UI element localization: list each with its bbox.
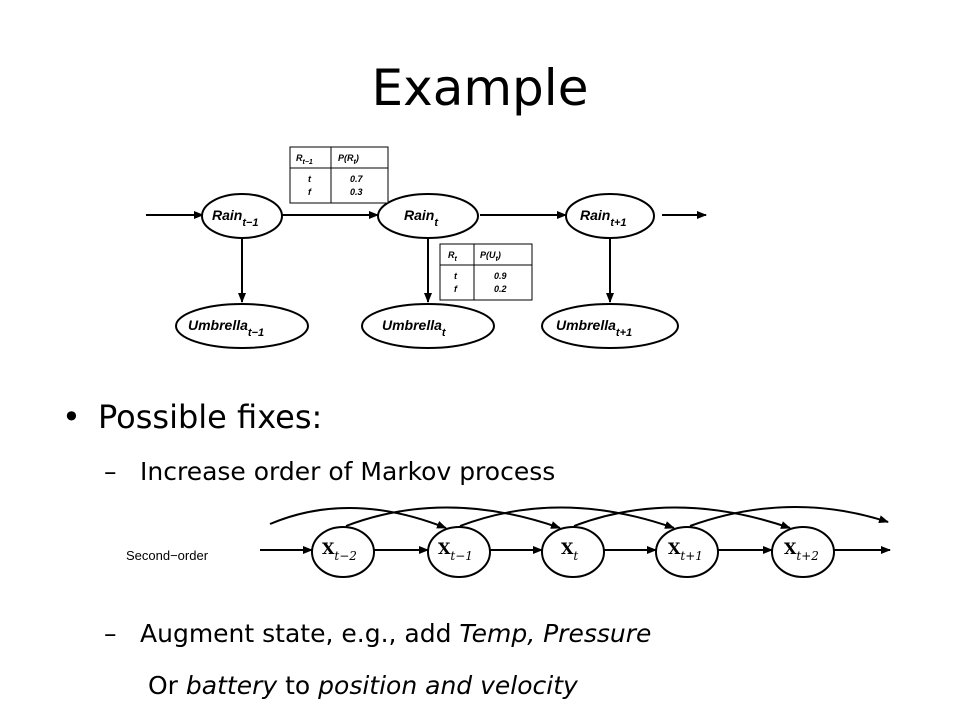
node-x-t-minus-2: Xt−2 — [311, 526, 375, 578]
second-order-label: Second−order — [126, 548, 209, 563]
node-x-base: X — [784, 539, 797, 558]
dash-marker: – — [104, 619, 117, 648]
subbullet-text: Augment state, e.g., add — [140, 619, 460, 648]
node-x-t-minus-1: Xt−1 — [427, 526, 491, 578]
node-rain-base: Rain — [580, 207, 610, 223]
node-rain-t-plus-1: Raint+1 — [565, 193, 655, 239]
svg-text:Xt+2: Xt+2 — [784, 539, 819, 563]
cpt-prob: 0.2 — [494, 284, 507, 294]
node-umbrella-sub: t−1 — [248, 327, 264, 339]
node-umbrella-base: Umbrella — [556, 317, 616, 333]
slide-title: Example — [371, 59, 589, 117]
node-x-sub: t+2 — [796, 549, 819, 563]
cpt-cond: t — [454, 271, 458, 281]
second-order-chain: Second−order Xt−2 Xt−1 Xt Xt+1 — [126, 505, 891, 578]
node-umbrella-base: Umbrella — [188, 317, 248, 333]
cpt-header-right: P(R — [338, 153, 354, 163]
cpt-header-right-post: ) — [497, 250, 501, 260]
subbullet-augment-state: –Augment state, e.g., add Temp, Pressure — [104, 618, 651, 650]
transition-cpt-table: Rt−1 P(Rt) t 0.7 f 0.3 — [289, 146, 389, 204]
node-umbrella-t-minus-1: Umbrellat−1 — [175, 303, 309, 349]
cpt-prob: 0.7 — [350, 174, 364, 184]
svg-text:Rt: Rt — [448, 250, 458, 263]
node-rain-sub: t−1 — [242, 217, 258, 229]
continuation-line: Or battery to position and velocity — [148, 670, 578, 702]
node-x-base: X — [561, 539, 574, 558]
svg-text:P(Ut): P(Ut) — [480, 250, 501, 263]
node-rain-t-minus-1: Raint−1 — [201, 193, 283, 239]
cpt-header-left: R — [448, 250, 455, 260]
arc-so-d — [573, 506, 791, 529]
svg-text:Xt−1: Xt−1 — [438, 539, 473, 563]
cpt-header-right-post: ) — [355, 153, 359, 163]
bullet-possible-fixes: • Possible fixes: — [62, 397, 322, 437]
node-rain-t: Raint — [377, 193, 479, 239]
node-umbrella-t: Umbrellat — [361, 303, 495, 349]
node-rain-sub: t+1 — [610, 217, 626, 229]
arc-so-c — [459, 506, 675, 529]
svg-text:Rt−1: Rt−1 — [296, 153, 313, 166]
node-umbrella-t-plus-1: Umbrellat+1 — [541, 303, 679, 349]
bullet-dot: • — [62, 398, 81, 436]
cpt-cond: f — [308, 187, 312, 197]
cont-text: to — [277, 671, 319, 700]
svg-text:Raint−1: Raint−1 — [212, 207, 259, 229]
svg-text:P(Rt): P(Rt) — [338, 153, 359, 166]
cpt-header-right: P(U — [480, 250, 496, 260]
node-x-sub: t−2 — [334, 549, 357, 563]
svg-text:Umbrellat: Umbrellat — [382, 317, 447, 339]
node-rain-base: Rain — [404, 207, 434, 223]
svg-text:Xt+1: Xt+1 — [668, 539, 703, 563]
svg-text:Raint+1: Raint+1 — [580, 207, 627, 229]
node-x-base: X — [322, 539, 335, 558]
node-x-sub: t — [573, 549, 578, 563]
svg-text:Xt−2: Xt−2 — [322, 539, 357, 563]
node-x-t-plus-1: Xt+1 — [655, 526, 719, 578]
cpt-cond: t — [308, 174, 312, 184]
cpt-prob: 0.9 — [494, 271, 507, 281]
svg-text:Raint: Raint — [404, 207, 439, 229]
node-x-t: Xt — [541, 526, 605, 578]
svg-text:Umbrellat−1: Umbrellat−1 — [188, 317, 264, 339]
node-umbrella-sub: t+1 — [616, 327, 632, 339]
svg-text:Xt: Xt — [561, 539, 578, 563]
cpt-header-right-sub: t — [496, 256, 499, 263]
node-x-sub: t−1 — [450, 549, 473, 563]
cpt-prob: 0.3 — [350, 187, 363, 197]
node-x-t-plus-2: Xt+2 — [771, 526, 835, 578]
cpt-header-left-sub: t — [455, 256, 458, 263]
node-x-base: X — [438, 539, 451, 558]
arc-so-b — [345, 506, 561, 529]
cont-italic: position and velocity — [318, 671, 578, 700]
node-umbrella-base: Umbrella — [382, 317, 442, 333]
dash-marker: – — [104, 457, 117, 486]
cpt-header-left: R — [296, 153, 303, 163]
subbullet-italic: Temp, Pressure — [459, 619, 652, 648]
svg-text:Umbrellat+1: Umbrellat+1 — [556, 317, 632, 339]
cpt-header-left-sub: t−1 — [303, 159, 313, 166]
cont-italic: battery — [185, 671, 278, 700]
arc-so-e — [689, 505, 889, 527]
node-umbrella-sub: t — [442, 327, 447, 339]
arc-so-a — [269, 507, 447, 529]
node-rain-base: Rain — [212, 207, 242, 223]
node-rain-sub: t — [434, 217, 439, 229]
subbullet-markov-order: –Increase order of Markov process — [104, 456, 555, 488]
bullet-text: Possible fixes: — [98, 398, 323, 436]
node-x-sub: t+1 — [680, 549, 703, 563]
node-x-base: X — [668, 539, 681, 558]
cpt-cond: f — [454, 284, 458, 294]
cont-text: Or — [148, 671, 186, 700]
subbullet-text: Increase order of Markov process — [140, 457, 556, 486]
sensor-cpt-table: Rt P(Ut) t 0.9 f 0.2 — [439, 243, 533, 301]
cpt-header-right-sub: t — [354, 159, 357, 166]
